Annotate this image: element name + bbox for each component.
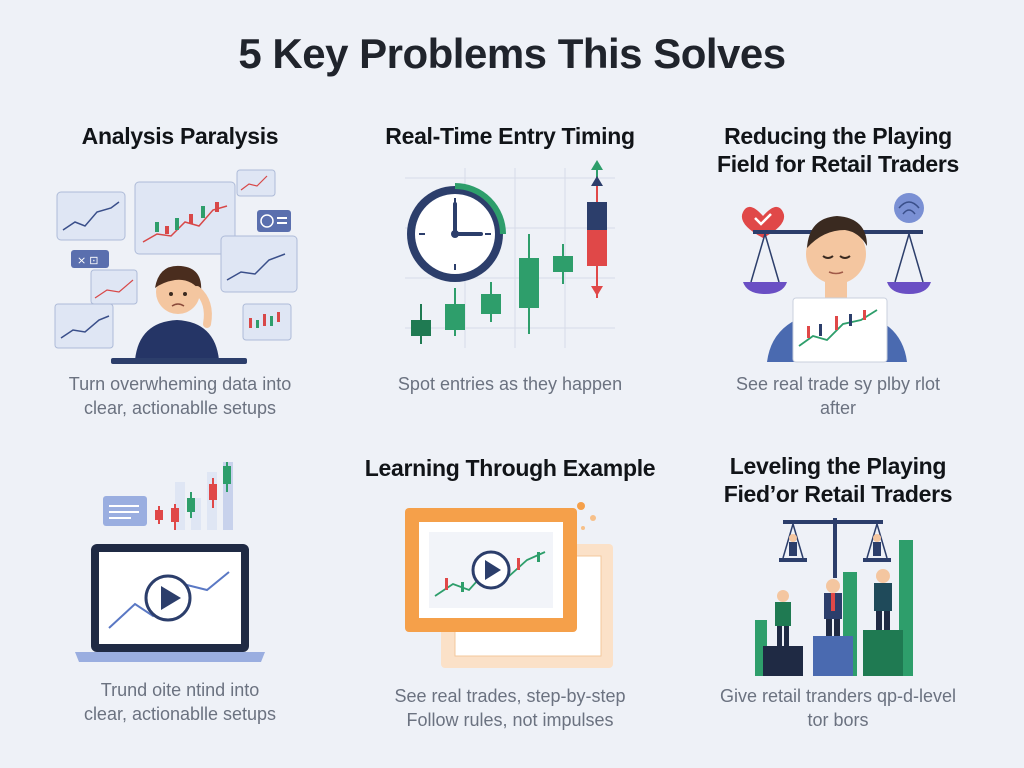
card-heading: Leveling the Playing Fied’or Retail Trad… [723,453,953,507]
real-time-entry-illustration [405,160,615,348]
svg-text:⨯ ⊡: ⨯ ⊡ [77,255,99,267]
card-reducing-playing-field: Reducing the Playing Field for Retail Tr… [673,122,1003,418]
video-lesson-illustration [405,502,613,668]
card-description: Spot entries as they happen [397,374,623,394]
card-description: Give retail tranders qp-d-level tor bors [719,686,957,730]
card-description: See real trades, step-by-step Follow rul… [394,686,626,730]
analysis-paralysis-illustration: ⨯ ⊡ [54,169,298,364]
trader-figure [775,590,791,646]
brain-icon [894,193,924,223]
candlestick-chart [155,462,233,530]
balanced-trader-illustration [741,193,931,363]
clock-icon [407,183,506,282]
card-description: Turn overwheming data into clear, action… [68,374,292,418]
card-description: Trund oite ntind into clear, actionablle… [83,680,277,724]
card-real-time-entry: Real-Time Entry Timing [345,122,675,394]
card-description: See real trade sy plby rlot after [735,374,941,418]
card-analysis-paralysis: Analysis Paralysis ⨯ ⊡ Turn overw [15,122,345,418]
card-heading: Real-Time Entry Timing [385,123,635,149]
card-heading: Learning Through Example [364,455,656,481]
card-heading: Reducing the Playing Field for Retail Tr… [716,123,960,177]
trader-figure [874,569,892,630]
candlestick-chart [411,160,607,344]
leveling-scale-illustration [755,518,913,676]
laptop-video-illustration [75,462,265,662]
card-heading: Analysis Paralysis [81,123,279,149]
card-leveling-playing-field: Leveling the Playing Fied’or Retail Trad… [673,452,1003,730]
page-title: 5 Key Problems This Solves [238,30,786,77]
trader-figure [824,579,842,636]
card-learning-example: Learning Through Example See real trades… [345,454,675,730]
